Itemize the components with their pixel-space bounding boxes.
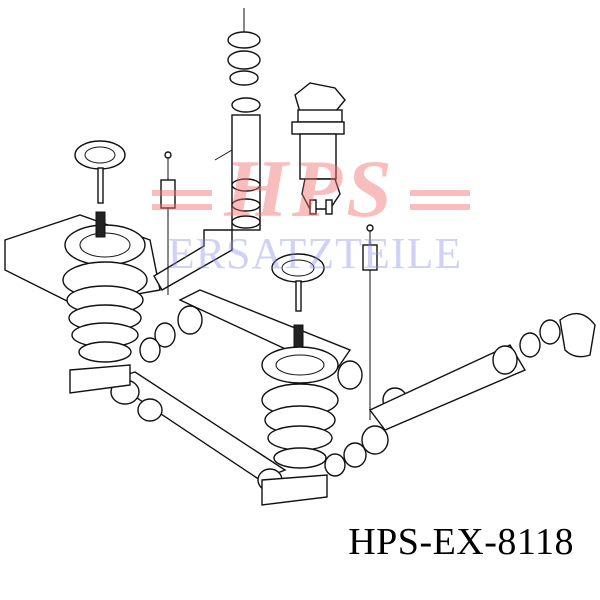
watermark-bar-right [410, 204, 470, 210]
right-pipe [324, 312, 596, 477]
overflow-tube [153, 8, 261, 291]
watermark-subtitle: ERSATZTEILE [167, 229, 463, 278]
right-drain-stack [261, 253, 339, 506]
left-drain-stack [62, 224, 148, 394]
bowden-cable-left [160, 151, 176, 295]
watermark-bar-right [410, 190, 470, 196]
part-code-label: HPS-EX-8118 [348, 521, 574, 563]
left-strainer-basket [74, 140, 126, 238]
watermark-bar-left [152, 190, 212, 196]
bowden-cable-right [362, 224, 378, 420]
watermark-bar-left [152, 204, 212, 210]
watermark-brand: HPS [224, 143, 396, 234]
lower-left-pipe [108, 371, 287, 492]
pop-up-knob-assembly [291, 82, 346, 215]
